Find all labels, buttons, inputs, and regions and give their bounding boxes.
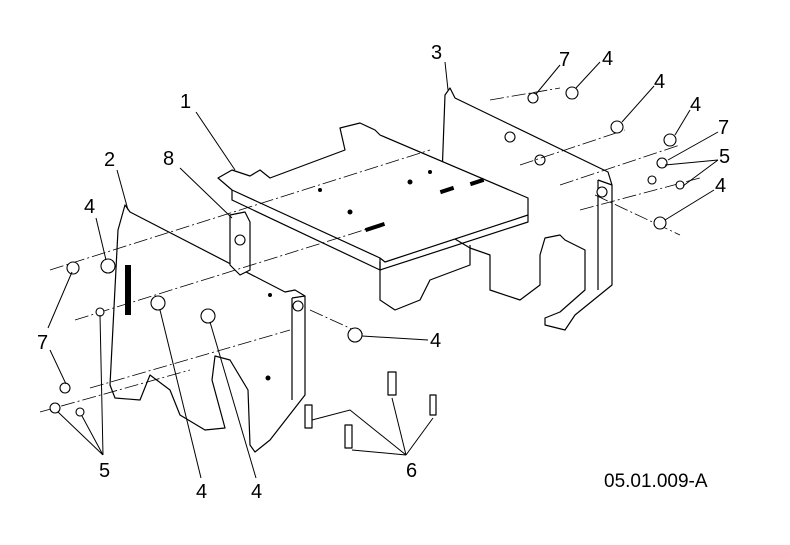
callout-1: 1 [180, 91, 191, 113]
callout-4: 4 [196, 481, 207, 503]
callout-4: 4 [602, 48, 613, 70]
drawing-number: 05.01.009-A [604, 471, 708, 492]
callout-4: 4 [430, 330, 441, 352]
callout-4: 4 [715, 175, 726, 197]
callout-4: 4 [84, 196, 95, 218]
callout-4: 4 [654, 71, 665, 93]
callout-5: 5 [99, 460, 110, 482]
fasteners [49, 86, 685, 449]
callout-8: 8 [163, 148, 174, 170]
callout-5: 5 [719, 146, 730, 168]
callout-7: 7 [559, 49, 570, 71]
callout-6: 6 [406, 460, 417, 482]
callout-4: 4 [251, 481, 262, 503]
callout-4: 4 [690, 94, 701, 116]
callout-3: 3 [431, 42, 442, 64]
callout-2: 2 [104, 149, 115, 171]
leader-lines [47, 61, 719, 479]
center-frame-deck [217, 122, 529, 311]
callout-7: 7 [37, 332, 48, 354]
bracket [229, 211, 251, 276]
left-side-plate [109, 204, 306, 453]
callout-7: 7 [718, 117, 729, 139]
assembly-centerlines [39, 87, 701, 413]
callout-labels: 1 2 3 4 4 4 4 4 4 4 4 5 5 6 7 7 7 8 05.0… [37, 42, 730, 503]
